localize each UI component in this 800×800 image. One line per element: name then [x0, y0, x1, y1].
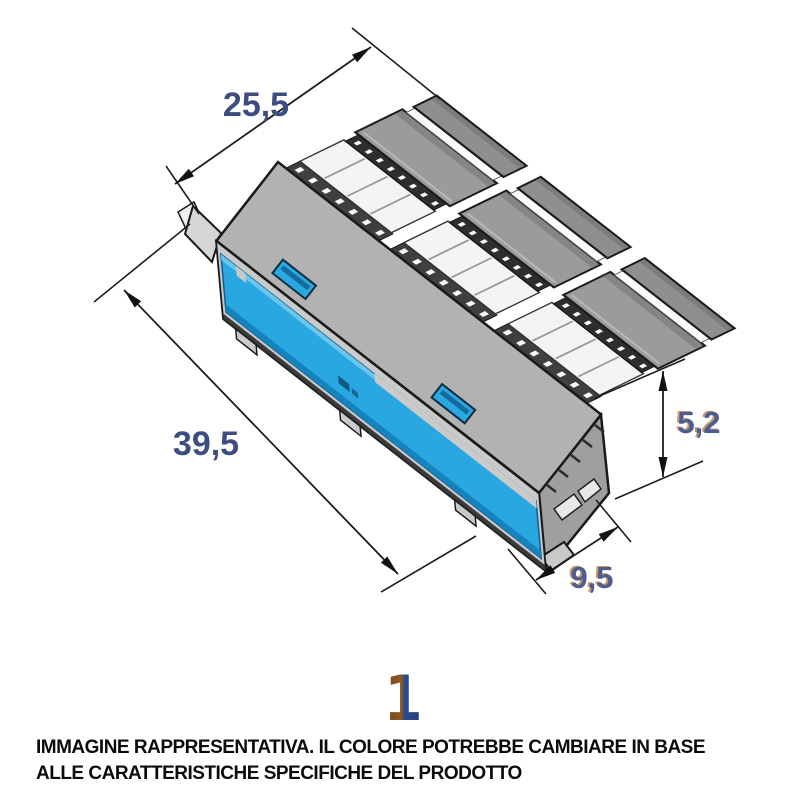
connector-part — [177, 94, 737, 575]
disclaimer-caption: IMMAGINE RAPPRESENTATIVA. IL COLORE POTR… — [36, 735, 796, 787]
latch-slot-2 — [430, 382, 477, 425]
housing-print-mark — [337, 375, 350, 393]
figure-number: 1 — [384, 662, 421, 735]
dimension-width-label: 25,5 — [223, 86, 289, 124]
dimension-depth-label-fringe: 9,5 — [568, 559, 611, 594]
blue-panel-step — [374, 373, 537, 509]
dimension-height-label-fringe: 5,2 — [675, 404, 718, 439]
dimension-height-label: 5,2 — [677, 405, 720, 440]
dimension-width: 25,5 — [165, 27, 441, 215]
arrowhead — [658, 457, 668, 477]
dimension-length-label: 39,5 — [173, 425, 239, 463]
arrowhead — [175, 168, 194, 184]
disclaimer-caption-line1: IMMAGINE RAPPRESENTATIVA. IL COLORE POTR… — [36, 737, 706, 758]
housing-left-end-cap — [177, 200, 223, 264]
arrowhead — [380, 556, 398, 574]
latch-slot-1 — [271, 258, 318, 301]
dimension-depth: 9,5 9,5 — [507, 499, 632, 595]
arrowhead — [352, 47, 371, 63]
housing-foot-2 — [338, 408, 362, 438]
arrowhead — [598, 527, 618, 542]
dimension-depth-label: 9,5 — [570, 560, 613, 595]
dimension-length: 39,5 — [93, 223, 477, 593]
arrowhead — [658, 371, 668, 391]
housing-right-end-face — [537, 411, 611, 575]
housing-foot-1 — [234, 327, 258, 357]
arrowhead — [124, 290, 142, 308]
arrowhead — [536, 565, 556, 580]
housing-front-face — [214, 238, 548, 574]
housing-foot-3 — [453, 498, 477, 528]
disclaimer-caption-line2: ALLE CARATTERISTICHE SPECIFICHE DEL PROD… — [36, 763, 522, 784]
dimension-height: 5,2 5,2 — [594, 358, 721, 500]
